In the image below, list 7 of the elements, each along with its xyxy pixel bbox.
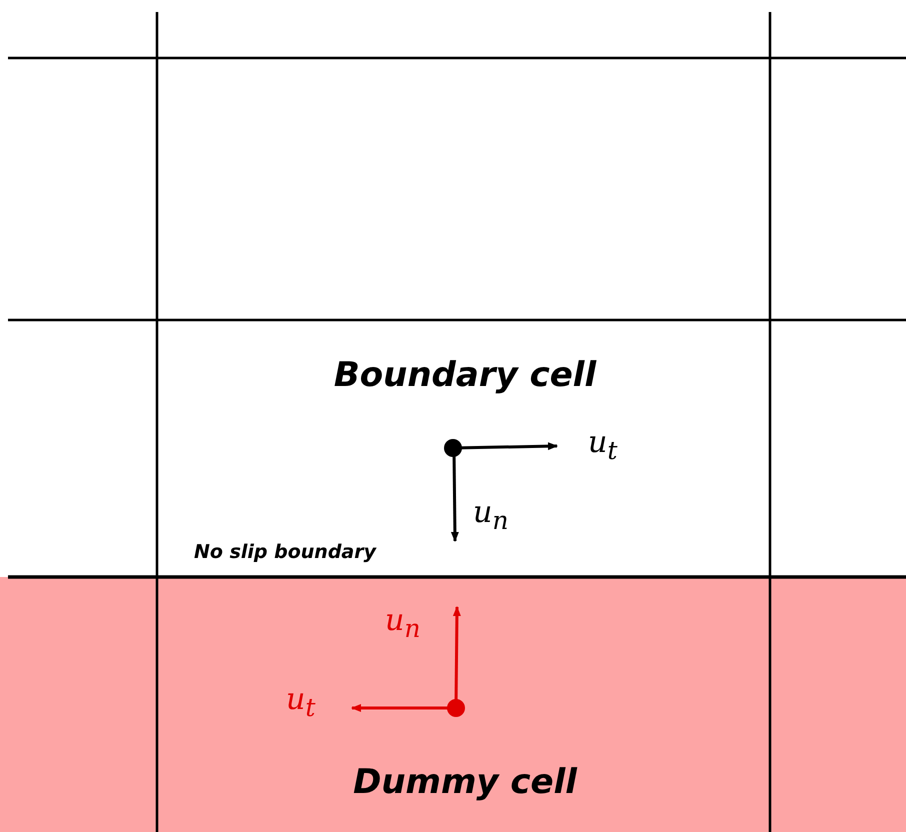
vector-label: u$_{n}$ — [473, 495, 508, 535]
cell-label: Boundary cell — [334, 355, 596, 395]
cell-label: Dummy cell — [353, 762, 577, 802]
vector-label: u$_{t}$ — [588, 425, 618, 465]
boundary-label: No slip boundary — [194, 541, 376, 563]
vector-label: u$_{n}$ — [385, 603, 420, 643]
vector-label: u$_{t}$ — [286, 682, 316, 722]
